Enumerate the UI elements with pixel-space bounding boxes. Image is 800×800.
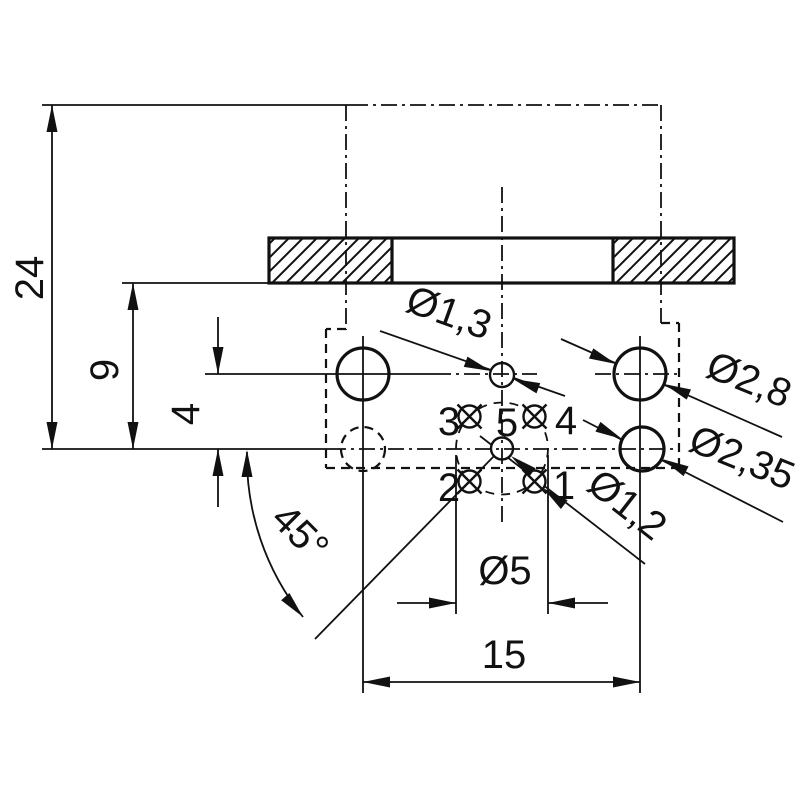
pin-3-label: 3	[438, 400, 460, 444]
dim-45-label: 45°	[263, 496, 337, 570]
dim-4-label: 4	[164, 403, 208, 425]
body-hidden-outline	[324, 321, 681, 470]
hatch-left	[269, 238, 392, 283]
pin-4-label: 4	[555, 399, 577, 443]
dia-1-3-label: Ø1,3	[401, 277, 498, 348]
pin-1-label: 1	[553, 464, 575, 508]
dim-15-label: 15	[482, 633, 527, 677]
dia-2-35-label: Ø2,35	[683, 417, 800, 499]
dim-24-label: 24	[8, 256, 52, 301]
dim-9-label: 9	[83, 359, 127, 381]
dia-1-2-label: Ø1,2	[579, 461, 674, 549]
dia-2-8-label: Ø2,8	[701, 343, 798, 416]
dia-5-label: Ø5	[478, 549, 531, 593]
pin-2-label: 2	[438, 466, 460, 510]
pin-5-label: 5	[496, 401, 518, 445]
